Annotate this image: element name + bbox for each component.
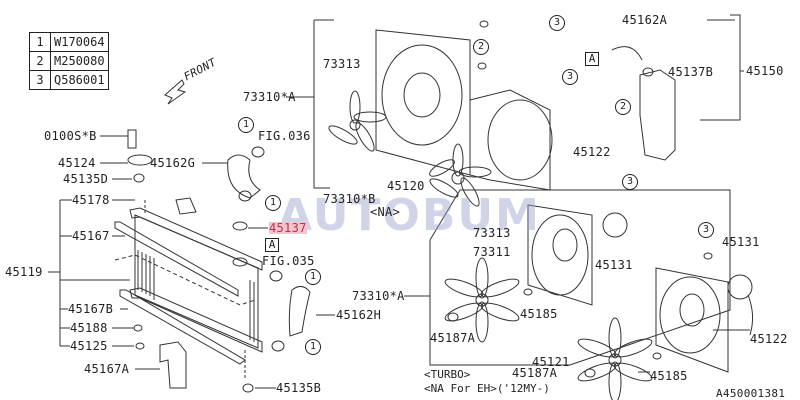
part-label[interactable]: 45167 (72, 229, 110, 243)
na-fan-shroud-drawing (444, 204, 628, 343)
part-label[interactable]: 45167B (68, 302, 114, 316)
part-label[interactable]: 45135D (63, 172, 109, 186)
turbo-fan-shroud-drawing (577, 252, 754, 400)
ref-a-box: A (265, 238, 279, 252)
figure-ref[interactable]: FIG.036 (258, 129, 311, 143)
part-label[interactable]: 45121 (532, 355, 570, 369)
callout-3: 3 (698, 222, 714, 238)
callout-1: 1 (305, 269, 321, 285)
part-label[interactable]: 45122 (573, 145, 611, 159)
part-label[interactable]: 73310*B (323, 192, 376, 206)
part-label[interactable]: 45119 (5, 265, 43, 279)
variant-label: <NA> (370, 205, 401, 219)
figure-ref[interactable]: FIG.035 (262, 254, 315, 268)
hose-drawing (227, 146, 311, 352)
part-label[interactable]: 45187A (430, 331, 476, 345)
callout-3: 3 (549, 15, 565, 31)
part-label[interactable]: 45150 (746, 64, 784, 78)
part-label[interactable]: 73311 (473, 245, 511, 259)
turbo-note: <TURBO> (424, 368, 471, 381)
callout-2: 2 (615, 99, 631, 115)
part-label[interactable]: 45122 (750, 332, 788, 346)
part-label[interactable]: 45188 (70, 321, 108, 335)
front-arrow-icon (164, 79, 187, 105)
part-label[interactable]: 45124 (58, 156, 96, 170)
part-label[interactable]: 45178 (72, 193, 110, 207)
part-label[interactable]: 45187A (512, 366, 558, 380)
na-eh-note: <NA For EH>('12MY-) (424, 382, 550, 395)
part-label-highlighted[interactable]: 45137 (269, 221, 307, 235)
legend-num: 2 (29, 51, 51, 71)
part-label[interactable]: 45185 (650, 369, 688, 383)
part-label[interactable]: 45162G (150, 156, 196, 170)
leader-lines (48, 14, 750, 389)
ref-a-box: A (585, 52, 599, 66)
part-label[interactable]: 73310*A (243, 90, 296, 104)
part-label[interactable]: 45137B (668, 65, 714, 79)
part-label[interactable]: 45125 (70, 339, 108, 353)
part-label[interactable]: 73313 (473, 226, 511, 240)
legend-code: Q586001 (50, 70, 109, 90)
legend-code: M250080 (50, 51, 109, 71)
top-fan-shroud-drawing (328, 20, 553, 207)
part-label[interactable]: 45167A (84, 362, 130, 376)
part-label[interactable]: 45162H (336, 308, 382, 322)
part-label[interactable]: 45185 (520, 307, 558, 321)
part-label[interactable]: 73310*A (352, 289, 405, 303)
diagram-id: A450001381 (716, 387, 786, 400)
legend-num: 1 (29, 32, 51, 52)
part-label[interactable]: 45162A (622, 13, 668, 27)
watermark: AUTOBUM (278, 190, 541, 241)
callout-1: 1 (305, 339, 321, 355)
legend-code: W170064 (50, 32, 109, 52)
part-label[interactable]: 45120 (387, 179, 425, 193)
legend-num: 3 (29, 70, 51, 90)
part-label[interactable]: 45131 (722, 235, 760, 249)
part-label[interactable]: 0100S*B (44, 129, 97, 143)
part-label[interactable]: 73313 (323, 57, 361, 71)
callout-1: 1 (265, 195, 281, 211)
callout-1: 1 (238, 117, 254, 133)
radiator-drawing (114, 129, 263, 393)
reservoir-tank-drawing (611, 46, 676, 161)
callout-3: 3 (562, 69, 578, 85)
part-label[interactable]: 45131 (595, 258, 633, 272)
callout-3: 3 (622, 174, 638, 190)
part-label[interactable]: 45135B (276, 381, 322, 395)
callout-2: 2 (473, 39, 489, 55)
